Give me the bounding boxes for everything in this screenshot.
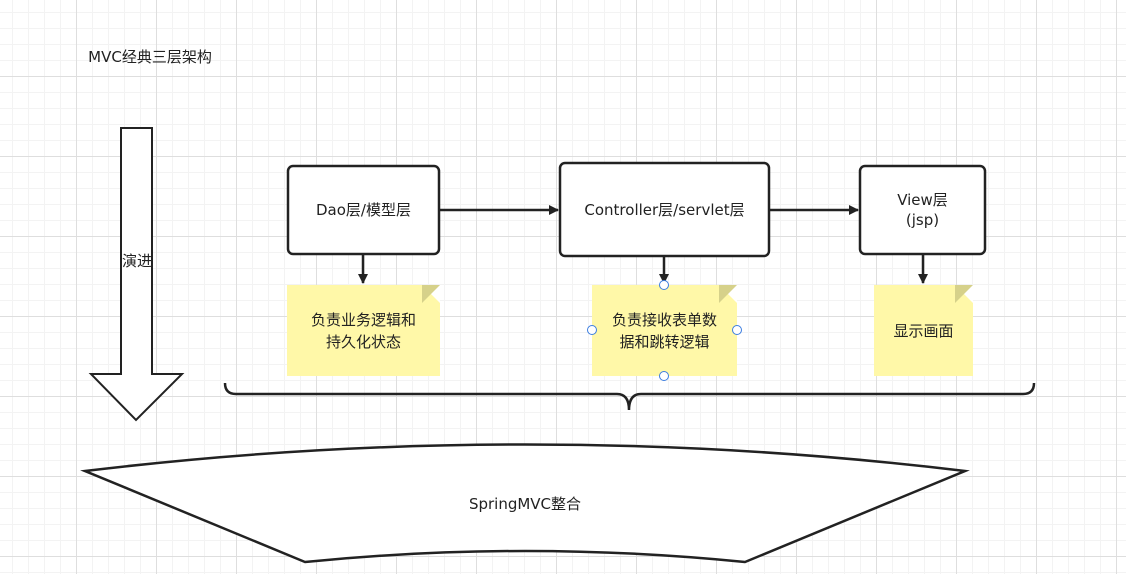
dao-note-text: 负责业务逻辑和 持久化状态 bbox=[310, 310, 416, 351]
controller-note[interactable]: 负责接收表单数 据和跳转逻辑 bbox=[592, 285, 737, 376]
note-fold bbox=[955, 285, 973, 303]
view-layer-label: View层 (jsp) bbox=[897, 191, 948, 229]
springmvc-integration-shape[interactable] bbox=[80, 443, 970, 564]
view-note-text: 显示画面 bbox=[893, 321, 954, 340]
diagram-title: MVC经典三层架构 bbox=[88, 48, 212, 66]
evolution-down-arrow[interactable] bbox=[88, 127, 185, 422]
controller-layer-label: Controller层/servlet层 bbox=[584, 200, 745, 219]
dao-layer-box[interactable] bbox=[286, 164, 441, 256]
grouping-brace[interactable] bbox=[223, 382, 1036, 411]
dao-note[interactable]: 负责业务逻辑和 持久化状态 bbox=[287, 285, 440, 376]
selection-handle-top[interactable] bbox=[659, 280, 669, 290]
controller-note-text: 负责接收表单数 据和跳转逻辑 bbox=[611, 310, 717, 351]
dao-layer-label: Dao层/模型层 bbox=[316, 201, 411, 219]
selection-handle-right[interactable] bbox=[732, 325, 742, 335]
view-layer-box[interactable] bbox=[858, 164, 987, 256]
evolution-label: 演进 bbox=[121, 252, 152, 270]
controller-layer-box[interactable] bbox=[558, 161, 771, 258]
note-fold bbox=[719, 285, 737, 303]
view-note[interactable]: 显示画面 bbox=[874, 285, 973, 376]
springmvc-label: SpringMVC整合 bbox=[468, 495, 582, 513]
selection-handle-left[interactable] bbox=[587, 325, 597, 335]
note-fold bbox=[422, 285, 440, 303]
selection-handle-bottom[interactable] bbox=[659, 371, 669, 381]
